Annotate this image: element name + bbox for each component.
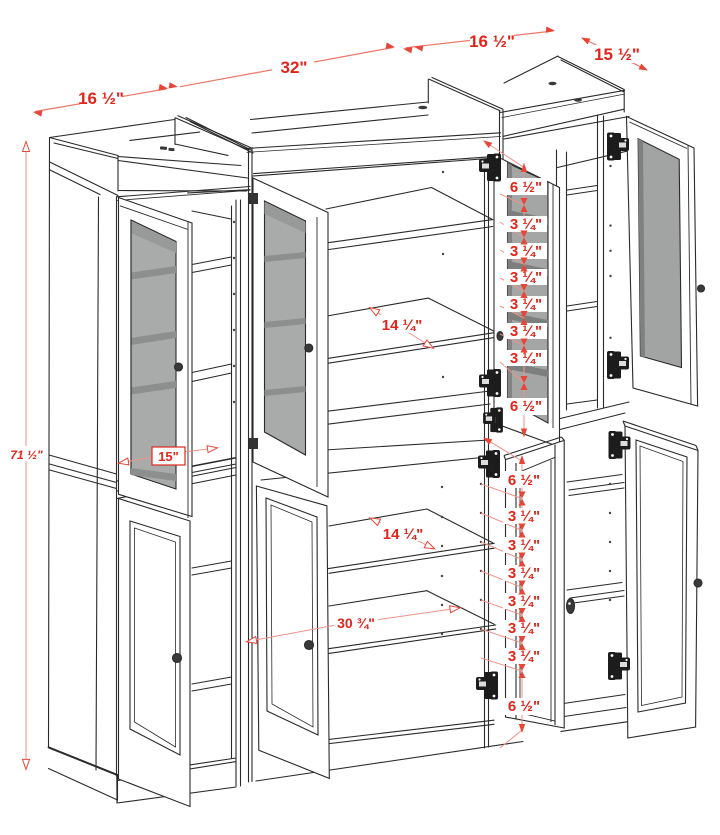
svg-text:30 ¾": 30 ¾"	[337, 615, 375, 631]
svg-text:14 ¼": 14 ¼"	[382, 317, 422, 334]
svg-text:3 ¼": 3 ¼"	[510, 296, 542, 313]
svg-text:3 ¼": 3 ¼"	[508, 565, 540, 582]
svg-text:3 ¼": 3 ¼"	[510, 216, 542, 233]
svg-text:32": 32"	[281, 58, 308, 77]
svg-text:3 ¼": 3 ¼"	[510, 323, 542, 340]
svg-text:3 ¼": 3 ¼"	[510, 350, 542, 367]
svg-text:15": 15"	[158, 449, 179, 464]
svg-text:15 ½": 15 ½"	[594, 45, 640, 64]
svg-text:3 ¼": 3 ¼"	[508, 620, 540, 637]
svg-text:6 ½": 6 ½"	[510, 398, 542, 415]
svg-text:3 ¼": 3 ¼"	[508, 593, 540, 610]
svg-text:16 ½": 16 ½"	[469, 32, 515, 51]
svg-text:16 ½": 16 ½"	[78, 89, 124, 108]
svg-text:3 ¼": 3 ¼"	[510, 269, 542, 286]
svg-text:3 ¼": 3 ¼"	[508, 508, 540, 525]
svg-text:71 ½": 71 ½"	[10, 448, 43, 462]
svg-text:14 ¼": 14 ¼"	[383, 526, 423, 543]
svg-text:6 ½": 6 ½"	[510, 179, 542, 196]
svg-text:6 ½": 6 ½"	[508, 698, 540, 715]
svg-text:3 ¼": 3 ¼"	[508, 537, 540, 554]
svg-text:3 ¼": 3 ¼"	[508, 648, 540, 665]
svg-text:3 ¼": 3 ¼"	[510, 243, 542, 260]
svg-text:6 ½": 6 ½"	[508, 472, 540, 489]
